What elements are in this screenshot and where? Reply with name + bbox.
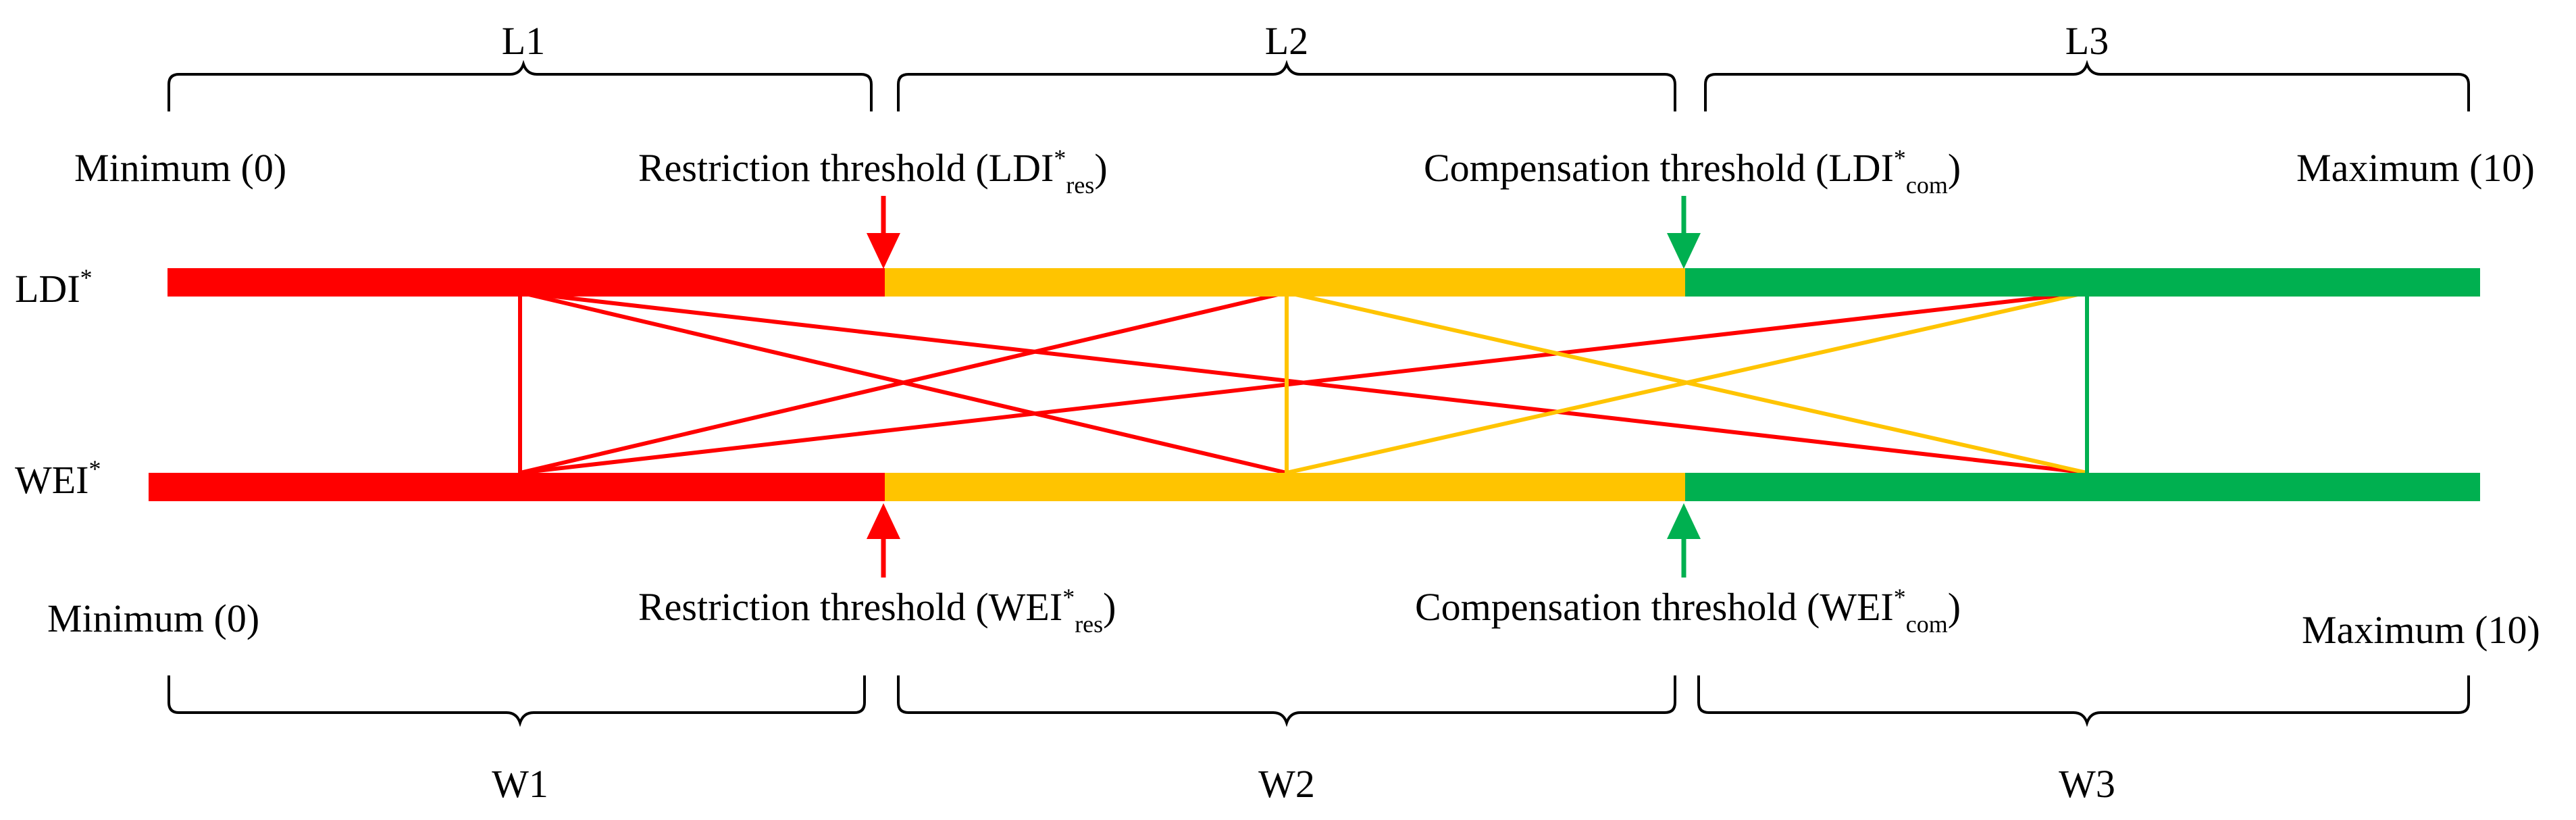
up-arrow-icon	[867, 503, 900, 539]
top-brackets	[168, 59, 2470, 111]
top-restriction-arrow	[867, 196, 900, 269]
top-minimum-label: Minimum (0)	[74, 146, 286, 190]
top-restriction-sub: res	[1066, 172, 1094, 199]
bottom-maximum-label: Maximum (10)	[2302, 608, 2540, 652]
bottom-compensation-threshold-label: Compensation threshold (WEI*com)	[1415, 584, 1961, 638]
down-arrow-icon	[1667, 233, 1701, 269]
bottom-compensation-arrow	[1667, 503, 1701, 578]
down-arrow-icon	[867, 233, 900, 269]
top-compensation-threshold-label: Compensation threshold (LDI*com)	[1424, 145, 1961, 199]
bottom-restriction-arrow	[867, 503, 900, 578]
top-maximum-label: Maximum (10)	[2296, 146, 2535, 190]
ldi-bar	[168, 268, 2480, 297]
top-restriction-prefix: Restriction threshold (LDI	[638, 146, 1054, 190]
top-restriction-sup: *	[1054, 145, 1066, 172]
bottom-restriction-prefix: Restriction threshold (WEI	[638, 585, 1062, 629]
up-arrow-icon	[1667, 503, 1701, 539]
ldi-bar-yellow-segment	[885, 268, 1685, 297]
ldi-label: LDI*	[15, 264, 93, 311]
ldi-label-sup: *	[80, 264, 93, 291]
bracket-w3	[1697, 675, 2470, 727]
bottom-compensation-prefix: Compensation threshold (WEI	[1415, 585, 1894, 629]
bracket-l2	[897, 59, 1676, 111]
connecting-lines	[518, 290, 2089, 475]
label-l2: L2	[1265, 19, 1308, 63]
ldi-bar-red-segment	[168, 268, 885, 297]
top-restriction-threshold-label: Restriction threshold (LDI*res)	[638, 145, 1108, 199]
label-w2: W2	[1258, 762, 1315, 806]
top-compensation-sub: com	[1906, 172, 1948, 199]
bottom-restriction-sub: res	[1075, 611, 1103, 638]
label-w1: W1	[492, 762, 548, 806]
bracket-l3	[1704, 59, 2470, 111]
top-restriction-suffix: )	[1094, 146, 1107, 190]
ldi-label-main: LDI	[15, 267, 80, 311]
bottom-restriction-suffix: )	[1103, 585, 1116, 629]
top-compensation-prefix: Compensation threshold (LDI	[1424, 146, 1894, 190]
bottom-restriction-sup: *	[1062, 584, 1075, 611]
label-l1: L1	[502, 19, 545, 63]
wei-bar-yellow-segment	[885, 473, 1685, 501]
wei-bar-red-segment	[149, 473, 885, 501]
bottom-compensation-sub: com	[1906, 611, 1948, 638]
top-compensation-sup: *	[1894, 145, 1906, 172]
ldi-bar-green-segment	[1685, 268, 2480, 297]
bracket-l1	[168, 59, 873, 111]
bracket-w2	[897, 675, 1676, 727]
bottom-minimum-label: Minimum (0)	[47, 596, 259, 640]
wei-label: WEI*	[15, 455, 101, 502]
top-compensation-arrow	[1667, 196, 1701, 269]
bottom-compensation-sup: *	[1894, 584, 1906, 611]
line-red-l3-w1	[519, 290, 2088, 475]
bracket-w1	[168, 675, 866, 727]
wei-bar-green-segment	[1685, 473, 2480, 501]
line-yellow-l3-w2	[1286, 290, 2088, 475]
bottom-restriction-threshold-label: Restriction threshold (WEI*res)	[638, 584, 1116, 638]
top-compensation-suffix: )	[1948, 146, 1961, 190]
label-l3: L3	[2065, 19, 2109, 63]
label-w3: W3	[2059, 762, 2115, 806]
wei-label-main: WEI	[15, 458, 89, 502]
bottom-brackets	[168, 675, 2470, 727]
wei-bar	[149, 473, 2480, 501]
bottom-compensation-suffix: )	[1948, 585, 1961, 629]
line-red-l2-w1	[519, 290, 1287, 475]
wei-label-sup: *	[89, 455, 101, 482]
